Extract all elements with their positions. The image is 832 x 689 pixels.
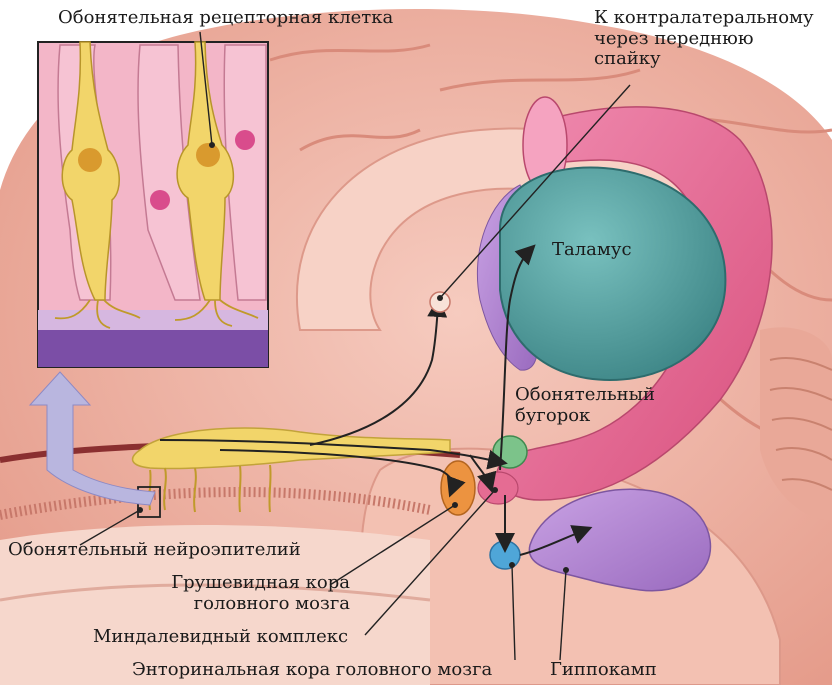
entorhinal-cortex bbox=[490, 541, 520, 569]
label-contralateral-line-1: К контралатеральному bbox=[594, 8, 814, 29]
label-contralateral: К контралатеральному через переднюю спай… bbox=[594, 8, 814, 70]
label-piriform-cortex-line-2: головного мозга bbox=[150, 594, 350, 615]
label-hippocampus: Гиппокамп bbox=[550, 660, 657, 681]
label-neuroepithelium: Обонятельный нейроэпителий bbox=[8, 540, 301, 561]
label-thalamus: Таламус bbox=[552, 240, 632, 261]
label-amygdala: Миндалевидный комплекс bbox=[93, 627, 348, 648]
label-olfactory-tubercle-line-2: бугорок bbox=[515, 406, 655, 427]
label-piriform-cortex-line-1: Грушевидная кора bbox=[150, 573, 350, 594]
olfactory-tubercle bbox=[493, 436, 527, 468]
receptor-cell-inset bbox=[38, 42, 268, 367]
label-piriform-cortex: Грушевидная кора головного мозга bbox=[150, 573, 350, 614]
piriform-cortex bbox=[441, 461, 475, 515]
label-entorhinal-cortex: Энторинальная кора головного мозга bbox=[132, 660, 492, 681]
label-contralateral-line-2: через переднюю bbox=[594, 29, 814, 50]
amygdala bbox=[478, 472, 518, 504]
label-olfactory-tubercle-line-1: Обонятельный bbox=[515, 385, 655, 406]
label-contralateral-line-3: спайку bbox=[594, 49, 814, 70]
label-receptor-cell: Обонятельная рецепторная клетка bbox=[58, 8, 393, 29]
label-olfactory-tubercle: Обонятельный бугорок bbox=[515, 385, 655, 426]
